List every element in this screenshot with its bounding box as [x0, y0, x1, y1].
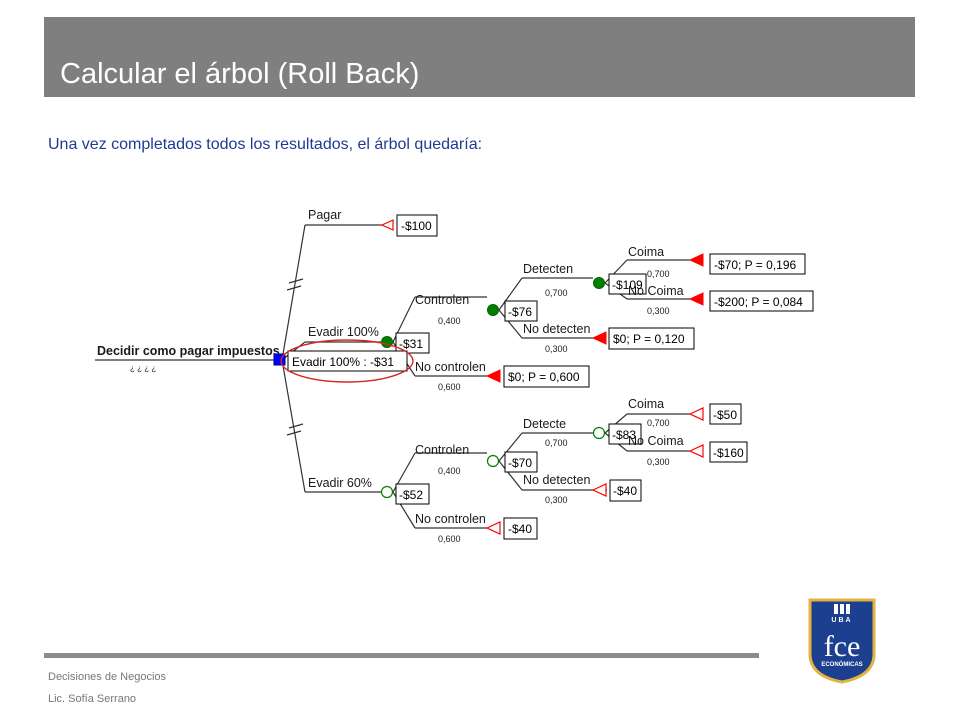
- highlight-ellipse: [280, 339, 414, 383]
- value-box-no-coima: [709, 441, 748, 463]
- fce-uba-logo: UBA fce ECONÓMICAS: [808, 598, 876, 684]
- branch-label-no-detecten: No detecten: [523, 473, 590, 487]
- terminal-node-no-coima: [688, 292, 704, 306]
- terminal-node-coima: [688, 407, 704, 421]
- branch-label-no-controlen: No controlen: [415, 512, 486, 526]
- prob-controlen: 0,400: [438, 316, 461, 326]
- value-box-coima: [709, 253, 806, 275]
- chance-node-evadir60: [380, 485, 394, 499]
- value-no-controlen: $0; P = 0,600: [508, 370, 580, 384]
- prob-no-detecten: 0,300: [545, 344, 568, 354]
- root-sub-label: ¿ ¿ ¿ ¿: [130, 364, 156, 373]
- value-box-no-detecten: [609, 479, 642, 502]
- footer-author: Lic. Sofía Serrano: [48, 693, 137, 705]
- prob-no-controlen: 0,600: [438, 382, 461, 392]
- value-box-controlen: [504, 300, 538, 322]
- value-no-detecten: $0; P = 0,120: [613, 332, 685, 346]
- decision-node: [273, 353, 286, 366]
- detecten-diagonal: [498, 277, 523, 311]
- title-bar: Calcular el árbol (Roll Back): [44, 17, 915, 97]
- logo-main-text: fce: [824, 630, 861, 663]
- branch-label-controlen: Controlen: [415, 293, 469, 307]
- prob-detecte: 0,700: [545, 438, 568, 448]
- decision-tree: Decidir como pagar impuestos ¿ ¿ ¿ ¿ Pag…: [95, 208, 814, 544]
- prob-no-detecten: 0,300: [545, 495, 568, 505]
- value-box-evadir60: [395, 483, 430, 505]
- blocked-mark: [286, 430, 302, 436]
- decision-value: Evadir 100% : -$31: [292, 355, 394, 369]
- value-coima: -$70; P = 0,196: [714, 258, 797, 272]
- terminal-node-coima: [688, 253, 704, 267]
- value-box-detecte: [608, 423, 642, 445]
- value-controlen: -$70: [508, 456, 532, 470]
- footer-course: Decisiones de Negocios: [48, 671, 167, 683]
- slide-title: Calcular el árbol (Roll Back): [60, 58, 420, 90]
- branch-label-detecte: Detecte: [523, 417, 566, 431]
- prob-coima: 0,700: [647, 418, 670, 428]
- decision-value-box: [287, 350, 408, 372]
- branch-label-evadir60: Evadir 60%: [308, 476, 372, 490]
- branch-label-detecten: Detecten: [523, 262, 573, 276]
- prob-controlen: 0,400: [438, 466, 461, 476]
- value-box-pagar: [396, 214, 438, 237]
- branch-label-no-coima: No Coima: [628, 284, 684, 298]
- prob-no-controlen: 0,600: [438, 534, 461, 544]
- logo-bottom-text: ECONÓMICAS: [821, 660, 862, 668]
- pagar-diagonal: [281, 224, 306, 361]
- prob-no-coima: 0,300: [647, 306, 670, 316]
- blocked-mark: [288, 278, 304, 284]
- value-no-coima: -$160: [713, 446, 744, 460]
- value-no-coima: -$200; P = 0,084: [714, 295, 803, 309]
- blocked-mark: [288, 423, 304, 429]
- no-detecten-diagonal: [498, 309, 523, 339]
- value-box-no-controlen: [503, 517, 538, 540]
- chance-node-detecten: [593, 277, 605, 289]
- slide-subtitle: Una vez completados todos los resultados…: [48, 136, 483, 153]
- logo-top-text: UBA: [831, 617, 852, 624]
- branch-label-coima: Coima: [628, 397, 664, 411]
- blocked-mark: [286, 285, 302, 291]
- branch-label-controlen: Controlen: [415, 443, 469, 457]
- value-coima: -$50: [713, 408, 737, 422]
- terminal-node-no-controlen: [485, 369, 501, 383]
- logo-shield: [808, 598, 876, 684]
- value-no-controlen: -$40: [508, 522, 532, 536]
- terminal-node-pagar: [380, 219, 394, 231]
- branch-label-no-detecten: No detecten: [523, 322, 590, 336]
- terminal-node-no-controlen: [485, 521, 501, 535]
- root-label: Decidir como pagar impuestos: [97, 344, 280, 358]
- value-box-no-detecten: [608, 327, 695, 350]
- branch-label-coima: Coima: [628, 245, 664, 259]
- branch-label-pagar: Pagar: [308, 208, 341, 222]
- branch-label-no-coima: No Coima: [628, 434, 684, 448]
- prob-coima: 0,700: [647, 269, 670, 279]
- terminal-node-no-detecten: [591, 331, 607, 345]
- value-evadir60: -$52: [399, 488, 423, 502]
- value-box-controlen: [504, 451, 538, 473]
- no-detecten-diagonal: [498, 460, 523, 491]
- value-box-evadir100: [395, 332, 430, 354]
- value-box-no-coima: [709, 290, 814, 312]
- branch-label-evadir100: Evadir 100%: [308, 325, 379, 339]
- branch-label-no-controlen: No controlen: [415, 360, 486, 374]
- value-no-detecten: -$40: [613, 484, 637, 498]
- terminal-node-no-detecten: [591, 483, 607, 497]
- chance-node-controlen: [487, 304, 499, 316]
- value-evadir100: -$31: [399, 337, 423, 351]
- value-controlen: -$76: [508, 305, 532, 319]
- detecte-diagonal: [498, 432, 523, 462]
- evadir60-diagonal: [281, 359, 306, 493]
- value-detecte: -$83: [612, 428, 636, 442]
- value-box-no-controlen: [503, 365, 590, 388]
- terminal-node-no-coima: [688, 444, 704, 458]
- chance-node-controlen: [486, 454, 500, 468]
- value-box-coima: [709, 403, 742, 425]
- value-box-detecten: [608, 273, 647, 295]
- prob-no-coima: 0,300: [647, 457, 670, 467]
- value-detecten: -$109: [612, 278, 643, 292]
- chance-node-detecte: [592, 426, 606, 440]
- footer-divider: [44, 653, 759, 658]
- prob-detecten: 0,700: [545, 288, 568, 298]
- value-pagar: -$100: [401, 219, 432, 233]
